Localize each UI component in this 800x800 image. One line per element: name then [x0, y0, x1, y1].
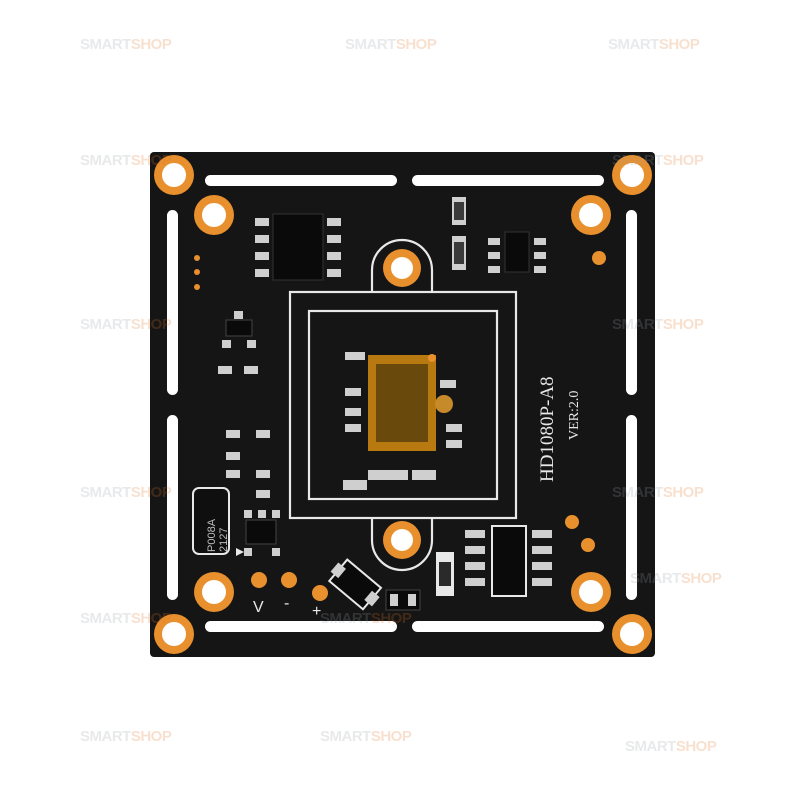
lens-screw-holes: [383, 249, 421, 559]
power-pads: [251, 572, 328, 601]
lens-holder-outline: [288, 238, 518, 572]
chip-marking-line2: 2127: [218, 528, 230, 552]
board-slots: [167, 175, 637, 632]
mounting-holes: [154, 155, 652, 654]
top-right-components: [452, 197, 546, 273]
bottom-components: [327, 552, 454, 611]
image-sensor: [368, 354, 453, 451]
power-regulator-chip: P008A 2127: [192, 487, 280, 556]
power-label-v: V: [253, 599, 264, 616]
model-label: HD1080P-A8: [537, 376, 558, 482]
version-label: VER:2.0: [567, 391, 582, 440]
left-components: [194, 255, 270, 498]
power-label-minus: -: [284, 595, 289, 612]
chip-marking-line1: P008A: [206, 518, 218, 552]
power-label-plus: +: [312, 603, 321, 620]
sensor-passives: [343, 352, 462, 490]
top-left-ic: [255, 213, 341, 281]
bottom-right-ic: [465, 251, 606, 597]
